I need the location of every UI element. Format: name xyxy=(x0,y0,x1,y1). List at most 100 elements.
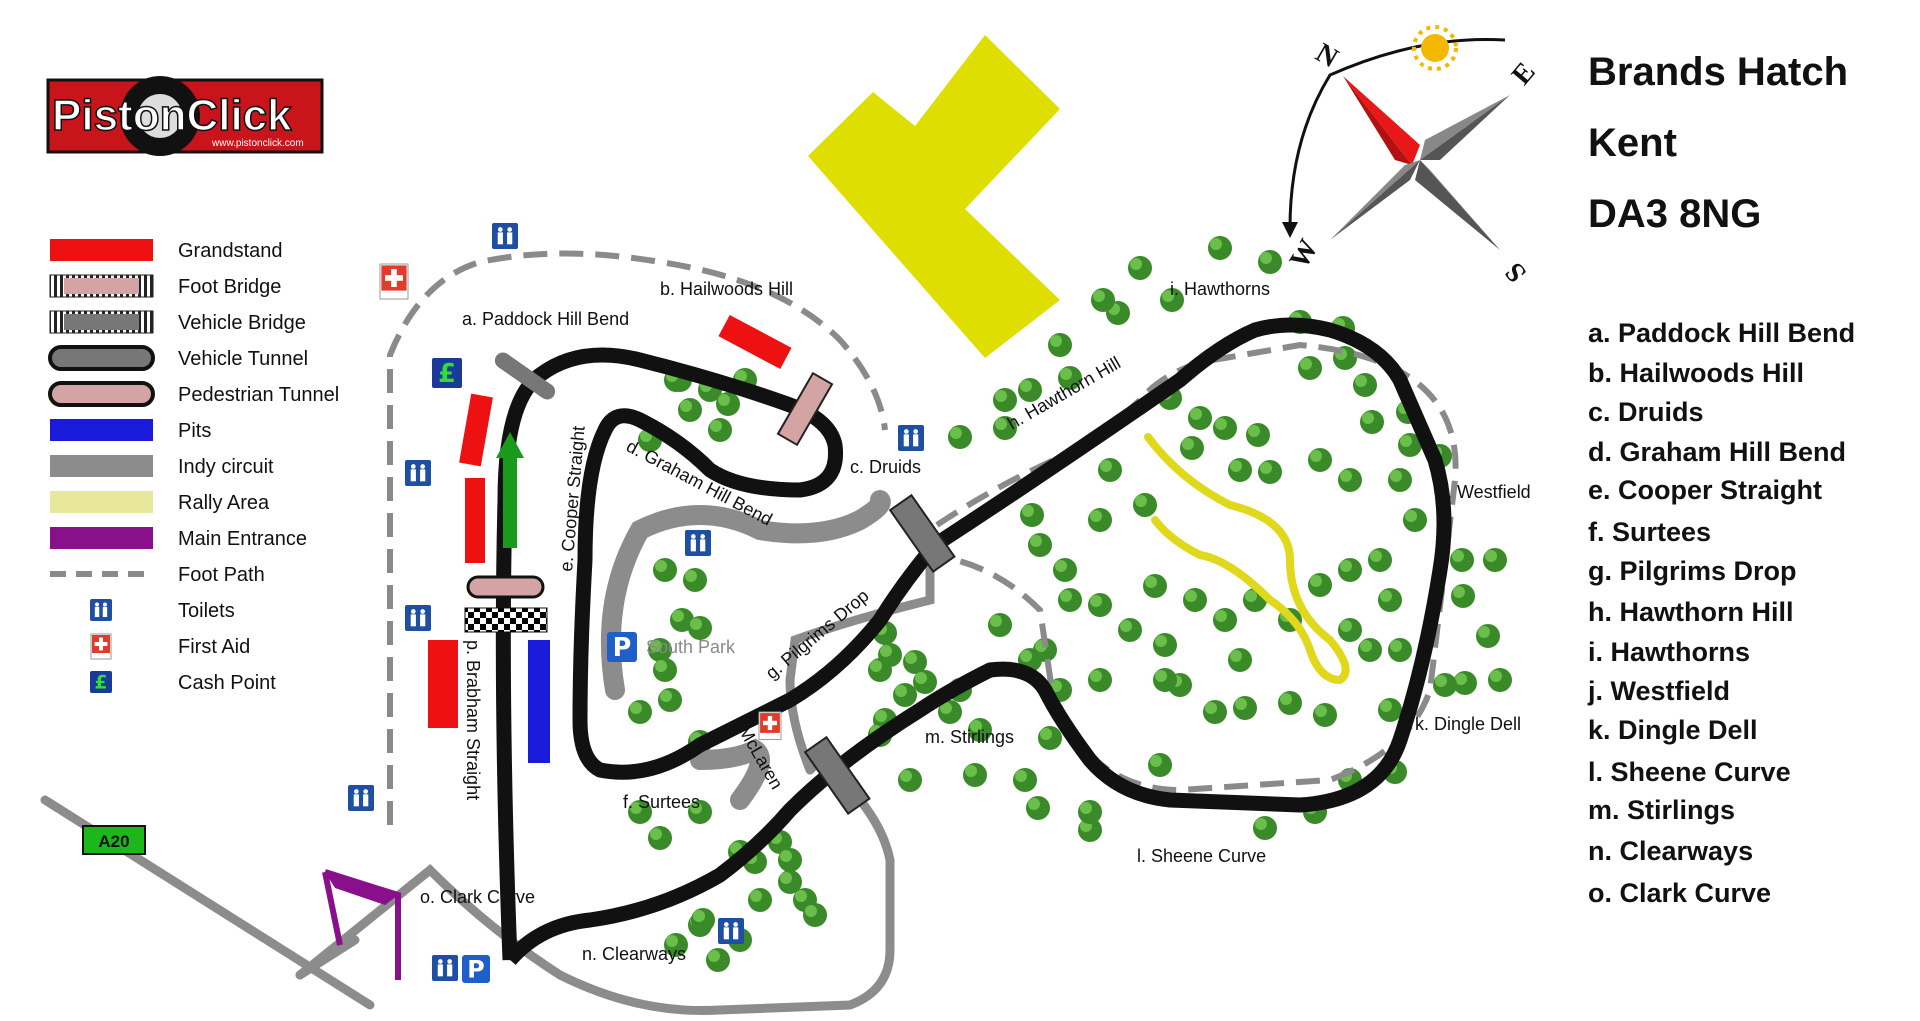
legend-item: Main Entrance xyxy=(50,527,307,550)
pistonclick-logo[interactable]: PistonClick www.pistonclick.com xyxy=(46,76,324,156)
legend-label: First Aid xyxy=(178,636,250,658)
tree-icon xyxy=(993,416,1017,440)
tree-icon xyxy=(1088,508,1112,532)
corner-list-item: o. Clark Curve xyxy=(1588,878,1771,908)
tree-icon xyxy=(1020,503,1044,527)
toilets-icon xyxy=(685,530,711,556)
label-stirlings: m. Stirlings xyxy=(925,727,1014,747)
venue-address: Brands Hatch Kent DA3 8NG xyxy=(1588,50,1848,236)
tree-icon xyxy=(903,650,927,674)
tree-icon xyxy=(948,425,972,449)
tree-icon xyxy=(1018,378,1042,402)
tree-icon xyxy=(1246,423,1270,447)
woodland xyxy=(628,236,1512,972)
tree-icon xyxy=(1213,416,1237,440)
corner-list-item: l. Sheene Curve xyxy=(1588,757,1791,787)
legend-label: Foot Path xyxy=(178,564,265,586)
legend-item: Grandstand xyxy=(50,239,283,262)
tree-icon xyxy=(1160,288,1184,312)
legend-label: Foot Bridge xyxy=(178,276,281,298)
tree-icon xyxy=(1403,508,1427,532)
vehicle-bridge-swatch xyxy=(49,310,154,334)
sun-icon xyxy=(1412,25,1458,71)
main-entrance-swatch xyxy=(50,527,153,549)
pit-direction-arrow xyxy=(496,432,524,548)
tree-icon xyxy=(1028,533,1052,557)
cash-point-icon: £ xyxy=(90,671,112,694)
vehicle-bridge-hawthorn xyxy=(888,493,956,573)
corner-list-item: e. Cooper Straight xyxy=(1588,475,1822,505)
cash-point-icon: £ xyxy=(90,671,112,694)
toilets-icon xyxy=(90,599,112,621)
legend-item: Pits xyxy=(50,419,211,442)
rally-area-swatch xyxy=(50,491,153,513)
tree-icon xyxy=(1233,696,1257,720)
tree-icon xyxy=(1228,648,1252,672)
tree-icon xyxy=(1228,458,1252,482)
svg-text:P: P xyxy=(613,633,632,663)
tree-icon xyxy=(1450,548,1474,572)
svg-text:£: £ xyxy=(438,359,456,389)
tree-icon xyxy=(1013,768,1037,792)
corner-list-item: a. Paddock Hill Bend xyxy=(1588,318,1855,348)
tree-icon xyxy=(1133,493,1157,517)
legend-label: Rally Area xyxy=(178,492,270,514)
label-sheene-curve: l. Sheene Curve xyxy=(1137,846,1266,866)
rally-building xyxy=(808,35,1060,358)
label-dingle-dell: k. Dingle Dell xyxy=(1415,714,1521,734)
corner-list-item: h. Hawthorn Hill xyxy=(1588,597,1794,627)
corner-list-item: c. Druids xyxy=(1588,397,1704,427)
tree-icon xyxy=(1058,366,1082,390)
svg-text:P: P xyxy=(467,955,484,983)
first-aid-icon xyxy=(90,633,112,660)
corner-list-item: k. Dingle Dell xyxy=(1588,715,1758,745)
parking-icon: P xyxy=(462,955,490,983)
label-clark-curve: o. Clark Curve xyxy=(420,887,535,907)
grandstands xyxy=(428,314,792,728)
grandstand-swatch xyxy=(50,239,153,261)
vehicle-bridge-mclaren xyxy=(803,735,871,815)
tree-icon xyxy=(1118,618,1142,642)
tree-icon xyxy=(1208,236,1232,260)
tree-icon xyxy=(1143,574,1167,598)
corner-list-item: f. Surtees xyxy=(1588,517,1711,547)
tree-icon xyxy=(1128,256,1152,280)
tree-icon xyxy=(628,800,652,824)
tree-icon xyxy=(1338,468,1362,492)
compass: N E S W xyxy=(1282,25,1542,288)
label-south-park: South Park xyxy=(646,637,736,657)
tree-icon xyxy=(748,888,772,912)
tree-icon xyxy=(688,800,712,824)
tree-icon xyxy=(1180,436,1204,460)
tree-icon xyxy=(716,392,740,416)
tree-icon xyxy=(1098,458,1122,482)
label-pilgrims-drop: g. Pilgrims Drop xyxy=(762,585,873,683)
tree-icon xyxy=(993,388,1017,412)
compass-n: N xyxy=(1310,37,1343,74)
legend-label: Grandstand xyxy=(178,240,283,262)
tree-icon xyxy=(1026,796,1050,820)
corner-list-item: d. Graham Hill Bend xyxy=(1588,437,1846,467)
tree-icon xyxy=(1091,288,1115,312)
legend-label: Vehicle Bridge xyxy=(178,312,306,334)
label-hailwoods-hill: b. Hailwoods Hill xyxy=(660,279,793,299)
tree-icon xyxy=(868,658,892,682)
corner-list-item: n. Clearways xyxy=(1588,836,1753,866)
tree-icon xyxy=(1148,753,1172,777)
tree-icon xyxy=(1253,816,1277,840)
tree-icon xyxy=(688,616,712,640)
indy-circuit-swatch xyxy=(50,455,153,477)
tree-icon xyxy=(1088,593,1112,617)
legend-item: Rally Area xyxy=(50,491,270,514)
pedestrian-tunnel-brabham xyxy=(466,575,545,599)
tree-icon xyxy=(1183,588,1207,612)
a20-sign: A20 xyxy=(82,825,146,855)
tree-icon xyxy=(1353,373,1377,397)
title-line-1: Brands Hatch xyxy=(1588,50,1848,94)
vehicle-tunnel-paddock xyxy=(494,352,556,400)
facility-icons: £ P P xyxy=(348,223,924,983)
toilets-icon xyxy=(898,425,924,451)
tree-icon xyxy=(1433,673,1457,697)
grandstand-paddock xyxy=(459,393,493,467)
